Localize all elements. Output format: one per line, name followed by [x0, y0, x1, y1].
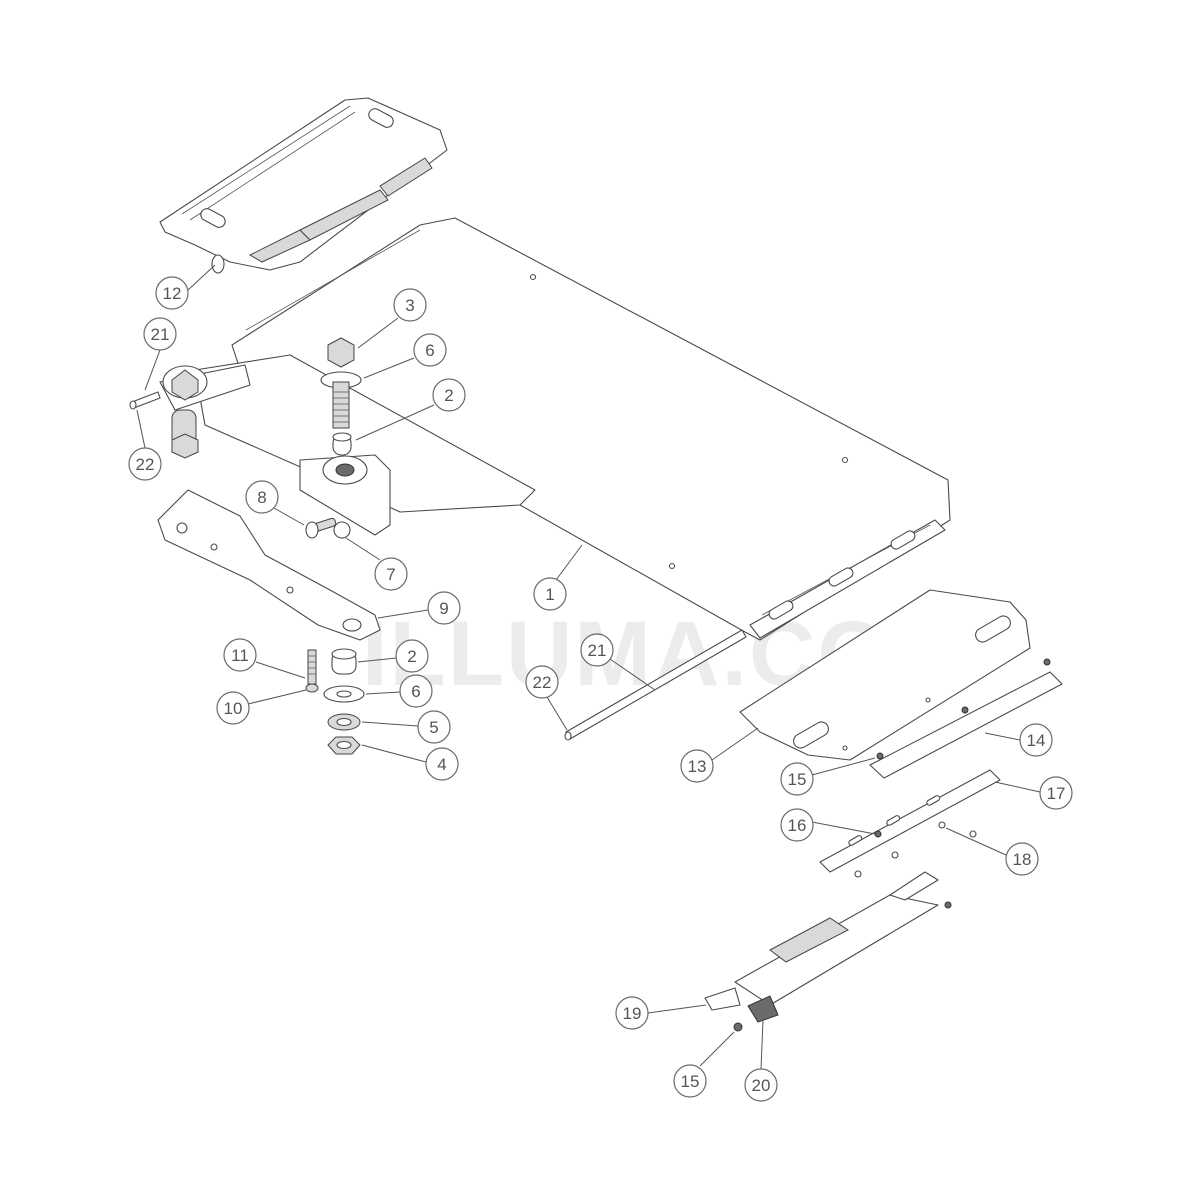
callout-13: 13 [680, 727, 759, 783]
part-12-hinge-plate [159, 97, 448, 274]
callout-4-label: 4 [437, 755, 446, 774]
callout-19: 19 [615, 996, 707, 1030]
callout-11-label: 11 [231, 646, 249, 665]
part-8-7-small-bolt [305, 517, 351, 539]
part-3-bolt-assembly [320, 337, 362, 456]
callout-13-label: 13 [688, 757, 707, 776]
callout-12-label: 12 [163, 284, 182, 303]
callout-9: 9 [377, 591, 461, 625]
callout-15-lower: 15 [673, 1031, 735, 1098]
callout-1-label: 1 [545, 585, 554, 604]
callout-18: 18 [945, 827, 1039, 876]
callout-8: 8 [245, 480, 305, 526]
callout-21-top-label: 21 [151, 325, 170, 344]
callout-18-label: 18 [1013, 850, 1032, 869]
part-13-hinge-plate [739, 589, 1031, 761]
callout-6-top: 6 [363, 333, 447, 379]
callout-10-label: 10 [224, 699, 243, 718]
callout-4: 4 [361, 744, 459, 781]
part-17-bracket [819, 769, 1001, 878]
part-14-strip [869, 658, 1063, 779]
callout-3: 3 [357, 288, 427, 349]
callout-6-top-label: 6 [425, 341, 434, 360]
part-21-rod [129, 391, 747, 741]
callout-15-upper-label: 15 [788, 770, 807, 789]
callout-16: 16 [780, 808, 876, 842]
part-9-side-plate [157, 489, 381, 641]
callout-14-label: 14 [1027, 731, 1046, 750]
callout-17-label: 17 [1047, 784, 1066, 803]
part-stack-lower [305, 648, 365, 755]
callout-5-label: 5 [429, 718, 438, 737]
callout-8-label: 8 [257, 488, 266, 507]
callout-6-lower-label: 6 [411, 682, 420, 701]
callout-11: 11 [223, 638, 306, 679]
part-19-step-plate [704, 871, 952, 1032]
callout-14: 14 [984, 723, 1053, 757]
callout-20: 20 [744, 1019, 778, 1102]
callout-22-lower: 22 [525, 665, 568, 731]
callout-21-lower-label: 21 [588, 641, 607, 660]
callout-2-top-label: 2 [444, 386, 453, 405]
callout-16-label: 16 [788, 816, 807, 835]
callout-5: 5 [361, 710, 451, 744]
callout-22-top-label: 22 [136, 455, 155, 474]
callout-21-lower: 21 [580, 633, 656, 691]
callout-7-label: 7 [386, 565, 395, 584]
callout-22-top: 22 [128, 409, 162, 481]
callout-2-top: 2 [355, 378, 466, 441]
callout-15-upper: 15 [780, 757, 876, 796]
callout-17: 17 [994, 776, 1073, 810]
callout-12: 12 [155, 264, 216, 310]
callout-15-lower-label: 15 [681, 1072, 700, 1091]
callout-19-label: 19 [623, 1004, 642, 1023]
callout-2-lower-label: 2 [407, 647, 416, 666]
callout-1: 1 [533, 544, 583, 611]
callout-20-label: 20 [752, 1076, 771, 1095]
callout-9-label: 9 [439, 599, 448, 618]
callouts: 12 21 22 3 6 2 8 [128, 264, 1073, 1102]
callout-22-lower-label: 22 [533, 673, 552, 692]
callout-3-label: 3 [405, 296, 414, 315]
callout-6-lower: 6 [365, 674, 433, 708]
callout-10: 10 [216, 689, 307, 725]
callout-7: 7 [345, 537, 408, 591]
callout-2-lower: 2 [357, 639, 429, 673]
part-1-floor-plate [159, 217, 951, 641]
callout-21-top: 21 [143, 317, 177, 391]
